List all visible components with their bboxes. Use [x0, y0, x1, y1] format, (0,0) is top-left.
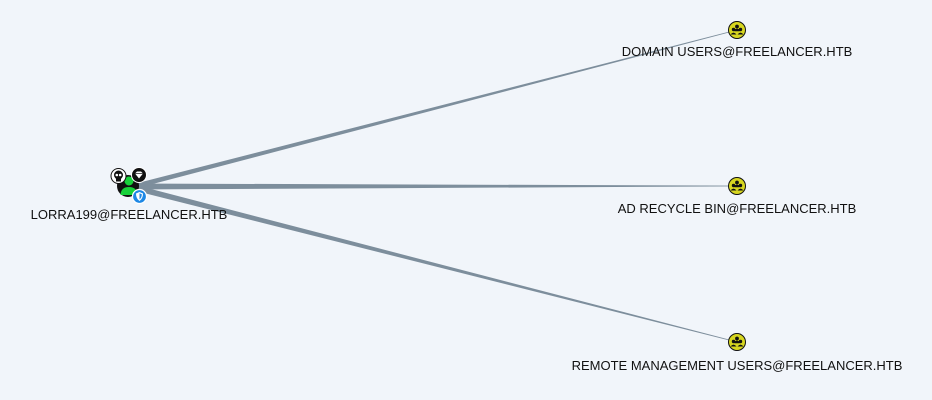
- group-icon: [730, 180, 744, 191]
- enabled-shield-icon: [131, 188, 148, 205]
- group-node-ad-recycle-bin[interactable]: [728, 177, 746, 195]
- node-label-domain-users[interactable]: DOMAIN USERS@FREELANCER.HTB: [621, 44, 853, 59]
- node-label-source-user[interactable]: LORRA199@FREELANCER.HTB: [30, 207, 228, 222]
- edge-memberof-ad-recycle-bin[interactable]: [128, 183, 737, 190]
- node-label-remote-management-users[interactable]: REMOTE MANAGEMENT USERS@FREELANCER.HTB: [571, 358, 903, 373]
- high-value-diamond-icon: [131, 167, 147, 183]
- user-node-lorra199[interactable]: [110, 167, 148, 205]
- group-icon: [730, 24, 744, 35]
- group-node-remote-management-users[interactable]: [728, 333, 746, 351]
- edge-memberof-domain-users[interactable]: [128, 29, 737, 191]
- group-icon: [730, 336, 744, 347]
- owned-skull-icon: [110, 168, 127, 184]
- edges: [128, 29, 737, 343]
- node-label-ad-recycle-bin[interactable]: AD RECYCLE BIN@FREELANCER.HTB: [617, 201, 857, 216]
- edge-memberof-remote-management-users[interactable]: [128, 183, 737, 343]
- group-node-domain-users[interactable]: [728, 21, 746, 39]
